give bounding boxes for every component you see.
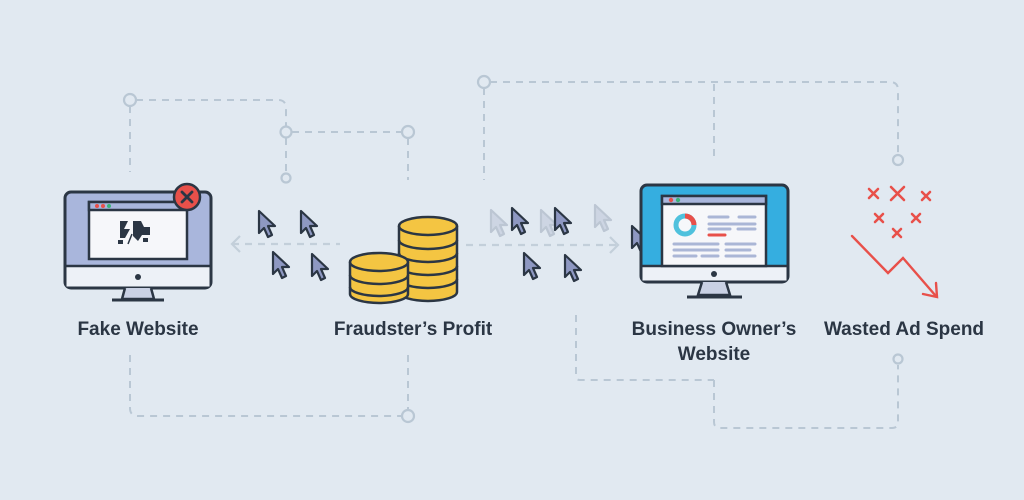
monitor-dashboard-icon bbox=[639, 183, 790, 299]
wasted-ad-spend-label: Wasted Ad Spend bbox=[823, 319, 985, 340]
coin-stacks-icon bbox=[348, 215, 459, 305]
flow-arrow-left bbox=[230, 235, 340, 253]
business-website-label-line2: Website bbox=[677, 344, 751, 365]
fraudster-profit-label: Fraudster’s Profit bbox=[333, 319, 493, 340]
connector-lines bbox=[129, 81, 899, 429]
donut-chart-icon bbox=[673, 213, 697, 237]
declining-chart-icon bbox=[850, 185, 939, 299]
connector-nodes bbox=[122, 74, 905, 424]
click-cursors-left bbox=[257, 209, 330, 282]
click-cursors-right bbox=[489, 203, 650, 283]
flow-arrow-right bbox=[466, 236, 620, 254]
broken-link-icon bbox=[118, 221, 150, 245]
business-website-label-line1: Business Owner’s bbox=[631, 319, 797, 340]
fake-website-label: Fake Website bbox=[77, 319, 199, 340]
error-x-badge bbox=[172, 182, 202, 212]
broken-monitor-icon bbox=[63, 190, 213, 302]
